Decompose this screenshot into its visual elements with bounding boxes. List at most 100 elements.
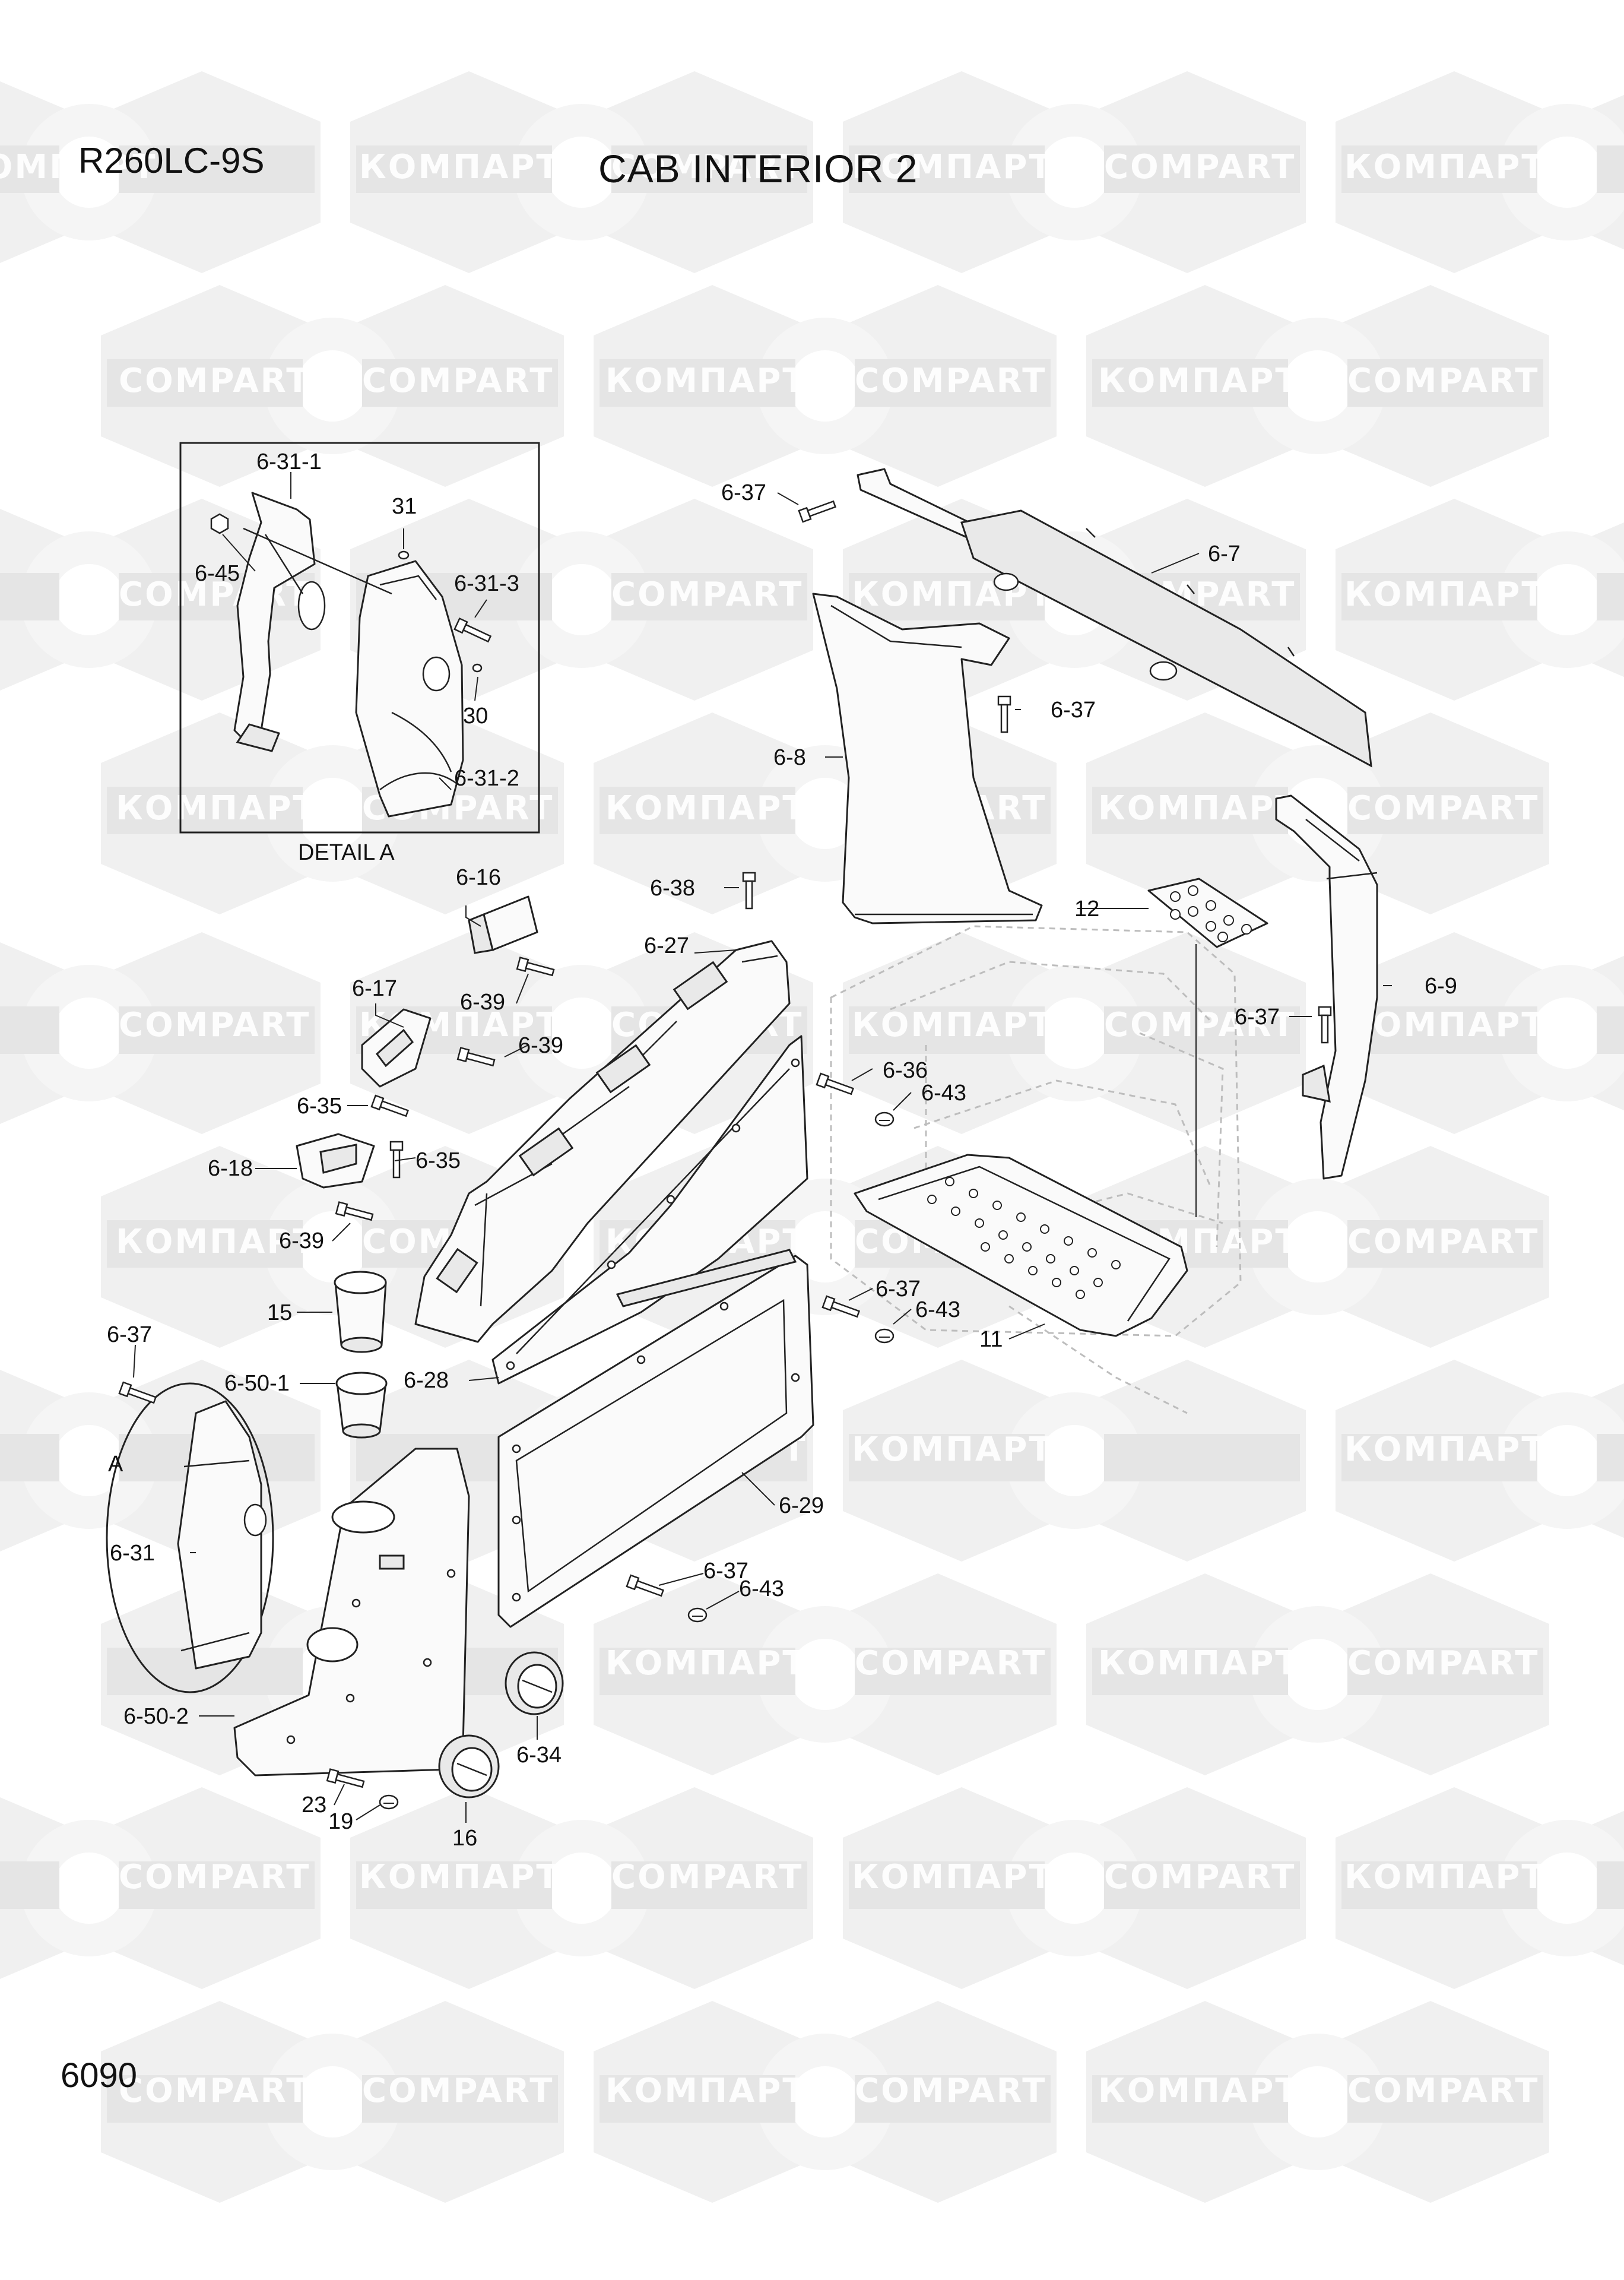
label-23: 23 [302, 1793, 326, 1817]
label-6-18: 6-18 [208, 1156, 253, 1181]
part-6-29-shape [497, 1249, 814, 1628]
watermark-en: COMPART [1347, 1223, 1539, 1261]
watermark-ru: КОМПАРТ [605, 1644, 807, 1683]
part-16-shape [438, 1734, 500, 1798]
watermark-en: COMPART [119, 1006, 310, 1044]
label-6-17: 6-17 [352, 976, 397, 1001]
watermark-en: COMPART [1104, 1006, 1296, 1044]
leader-lines [133, 472, 1392, 1823]
watermark-text-layer: КОМПАРТ КОМПАРТ COMPART КОМПАРТ COMPART … [0, 148, 1546, 2110]
label-6-50-2: 6-50-2 [123, 1704, 189, 1729]
label-6-37: 6-37 [876, 1277, 921, 1302]
watermark-en: COMPART [1347, 362, 1539, 400]
label-6-29: 6-29 [779, 1493, 824, 1518]
label-16: 16 [452, 1826, 477, 1851]
watermark-ru: КОМПАРТ [116, 789, 318, 828]
watermark-en: COMPART [119, 2072, 310, 2110]
label-6-37: 6-37 [703, 1559, 748, 1584]
part-6-50-2-shape [233, 1448, 470, 1776]
watermark-ru: КОМПАРТ [605, 362, 807, 400]
label-11: 11 [979, 1327, 1003, 1352]
part-6-18-shape [296, 1133, 375, 1189]
watermark-en: COMPART [1347, 2072, 1539, 2110]
watermark-ru: КОМПАРТ [1344, 575, 1546, 614]
watermark-ru: КОМПАРТ [1098, 1644, 1300, 1683]
label-6-37: 6-37 [1235, 1005, 1280, 1030]
watermark-en: COMPART [855, 1644, 1046, 1683]
page-title: CAB INTERIOR 2 [598, 147, 918, 191]
label-6-37: 6-37 [721, 480, 766, 505]
part-6-17-shape [361, 1008, 432, 1088]
watermark-ru: КОМПАРТ [116, 1223, 318, 1261]
watermark-en: COMPART [1104, 148, 1296, 186]
callout-a-letter: A [108, 1452, 123, 1477]
label-6-39: 6-39 [518, 1033, 563, 1058]
watermark-ru: КОМПАРТ [1098, 789, 1300, 828]
label-6-43: 6-43 [921, 1081, 966, 1106]
watermark-en: COMPART [855, 362, 1046, 400]
label-6-27: 6-27 [644, 933, 689, 958]
label-6-31-3: 6-31-3 [454, 571, 519, 596]
label-6-16: 6-16 [456, 865, 501, 890]
label-6-36: 6-36 [883, 1058, 928, 1083]
watermark-ru: КОМПАРТ [1098, 362, 1300, 400]
watermark-ru: КОМПАРТ [852, 1858, 1054, 1896]
watermark-ru: КОМПАРТ [0, 148, 157, 186]
label-6-37: 6-37 [107, 1322, 152, 1347]
model-name: R260LC-9S [78, 141, 265, 180]
label-6-34: 6-34 [516, 1743, 562, 1768]
detail-a-caption: DETAIL A [298, 840, 395, 865]
label-6-31: 6-31 [110, 1541, 155, 1566]
watermark-ru: КОМПАРТ [1344, 1858, 1546, 1896]
label-6-37: 6-37 [1051, 698, 1096, 723]
watermark-ru: КОМПАРТ [359, 1858, 561, 1896]
watermark-en: COMPART [611, 148, 803, 186]
clip-30 [472, 663, 483, 673]
part-6-31-2-shape [355, 560, 464, 818]
label-6-43: 6-43 [739, 1576, 784, 1601]
part-15-shape [334, 1271, 387, 1353]
watermark-ru: КОМПАРТ [605, 789, 807, 828]
watermark-ru: КОМПАРТ [1344, 148, 1546, 186]
watermark-en: COMPART [611, 1858, 803, 1896]
watermark-ru: КОМПАРТ [1344, 1006, 1546, 1044]
part-6-7-shape [857, 468, 1372, 768]
label-6-50-1: 6-50-1 [224, 1371, 290, 1396]
part-6-34-shape [505, 1651, 564, 1715]
label-6-38: 6-38 [650, 876, 695, 901]
watermark-en: COMPART [119, 1858, 310, 1896]
watermark-en: COMPART [1347, 789, 1539, 828]
part-12-shape [1147, 878, 1268, 948]
part-6-28-shape [491, 1035, 808, 1385]
watermark-ru: КОМПАРТ [852, 1006, 1054, 1044]
watermark-en: COMPART [1347, 1644, 1539, 1683]
part-6-9-shape [1275, 794, 1378, 1180]
label-6-45: 6-45 [195, 561, 240, 586]
part-6-50-1-shape [335, 1372, 388, 1439]
circle-callout-a [106, 1382, 274, 1693]
watermark-ru: КОМПАРТ [1344, 1430, 1546, 1469]
watermark-ru: КОМПАРТ [1098, 2072, 1300, 2110]
part-6-27-shape [414, 940, 791, 1343]
page-number: 6090 [61, 2056, 138, 2095]
watermark-ru: КОМПАРТ [605, 2072, 807, 2110]
detail-a-box [179, 442, 540, 834]
label-6-35: 6-35 [415, 1148, 461, 1173]
label-6-43: 6-43 [915, 1297, 960, 1322]
watermark-en: COMPART [362, 2072, 554, 2110]
watermark-ru: КОМПАРТ [852, 1430, 1054, 1469]
label-6-31-1: 6-31-1 [256, 449, 322, 474]
label-6-7: 6-7 [1208, 542, 1241, 566]
label-6-35: 6-35 [297, 1094, 342, 1119]
watermark-en: COMPART [855, 2072, 1046, 2110]
label-15: 15 [267, 1300, 292, 1325]
label-12: 12 [1074, 897, 1099, 922]
label-6-28: 6-28 [404, 1368, 449, 1393]
nut-6-45 [210, 513, 229, 534]
label-19: 19 [328, 1809, 353, 1834]
watermark-en: COMPART [611, 575, 803, 614]
watermark-ru: КОМПАРТ [359, 148, 561, 186]
label-6-39: 6-39 [279, 1228, 324, 1253]
